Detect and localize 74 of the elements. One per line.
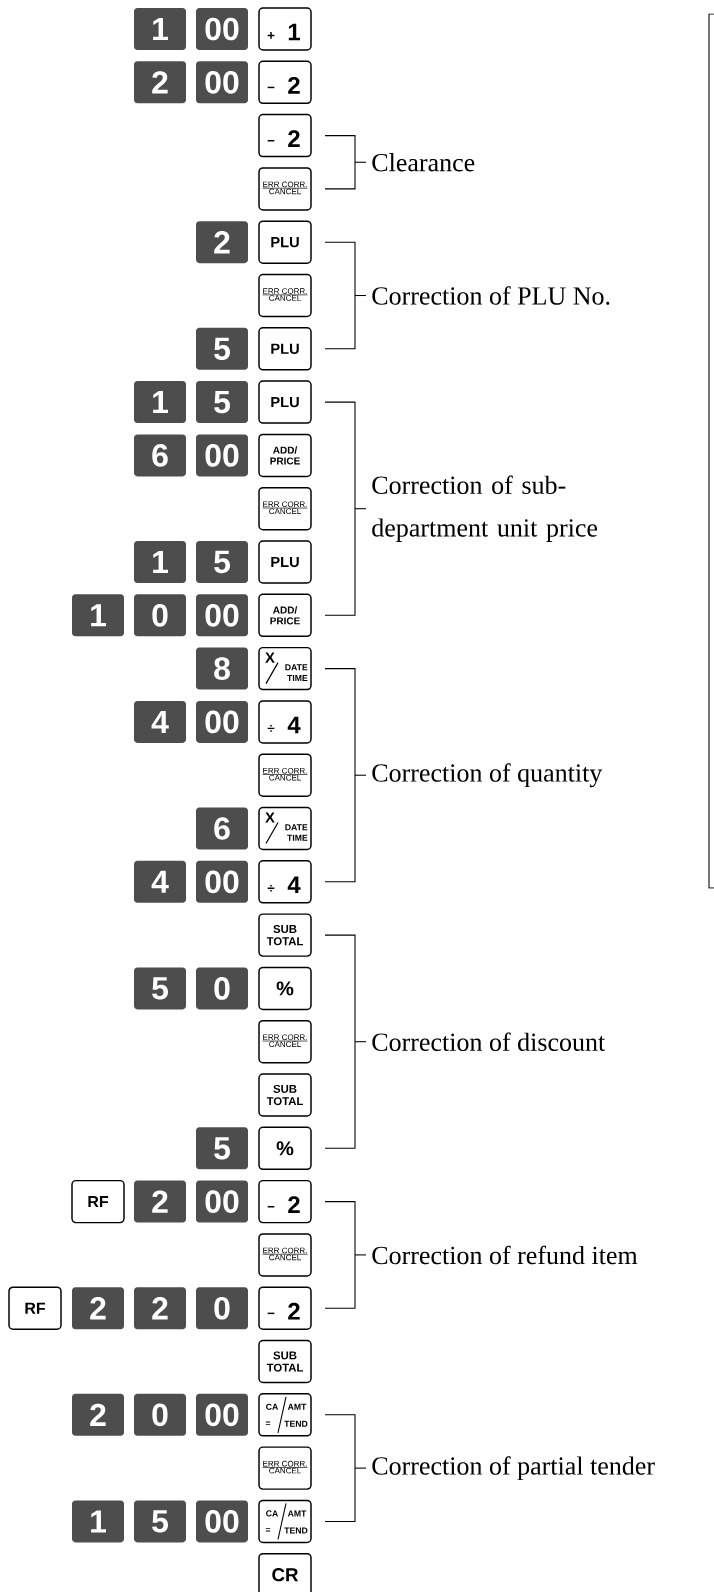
bracket-label: Clearance — [372, 153, 475, 172]
number-key: 00 — [196, 1180, 248, 1223]
number-key: 1 — [134, 381, 186, 424]
number-key: 5 — [134, 1500, 186, 1543]
number-key: 1 — [72, 594, 124, 637]
bracket-label: Correction of quantity — [372, 763, 603, 788]
function-key: − 2 — [258, 1286, 312, 1330]
function-key: CA AMT = TEND — [258, 1499, 312, 1544]
number-key: 0 — [196, 967, 248, 1010]
number-key: 6 — [134, 434, 186, 477]
number-key: 00 — [196, 700, 248, 743]
function-key: ERR CORR. CANCEL — [258, 486, 312, 531]
function-key: PLU — [258, 380, 312, 424]
number-key: 0 — [196, 1287, 248, 1330]
function-key: PLU — [258, 540, 312, 584]
bracket-label: Correction of partial tender — [372, 1456, 655, 1481]
function-key: PLU — [258, 220, 312, 264]
function-key: + 1 — [258, 7, 312, 51]
function-key: ADD/ PRICE — [258, 433, 312, 478]
number-key: 0 — [134, 594, 186, 637]
bracket-label: Correction of sub-department unit price — [372, 475, 598, 542]
number-key: 5 — [196, 541, 248, 583]
number-key: 2 — [134, 1287, 186, 1330]
function-key: ERR CORR. CANCEL — [258, 273, 312, 318]
function-key: ERR CORR. CANCEL — [258, 1446, 312, 1490]
function-key: CA AMT = TEND — [258, 1393, 312, 1437]
function-key: ÷ 4 — [258, 860, 312, 904]
bracket-label: Correction of refund item — [372, 1245, 638, 1265]
function-key: SUB TOTAL — [258, 1339, 312, 1384]
number-key: 00 — [196, 594, 248, 637]
function-key: SUB TOTAL — [258, 913, 312, 957]
number-key: 4 — [134, 860, 186, 903]
number-key: 5 — [196, 381, 248, 424]
function-key: % — [258, 1126, 312, 1171]
number-key: 0 — [134, 1393, 186, 1436]
number-key: 2 — [196, 221, 248, 264]
function-key: ERR CORR. CANCEL — [258, 1019, 312, 1064]
number-key: 1 — [72, 1500, 124, 1543]
function-key: − 2 — [258, 113, 312, 158]
number-key: 00 — [196, 1500, 248, 1543]
function-key: ÷ 4 — [258, 700, 312, 744]
function-key: − 2 — [258, 60, 312, 105]
number-key: 5 — [196, 1127, 248, 1170]
function-key: X DATE TIME — [258, 646, 312, 691]
number-key: 2 — [72, 1287, 124, 1330]
number-key: 1 — [134, 541, 186, 583]
function-key: ERR CORR. CANCEL — [258, 1233, 312, 1277]
function-key: − 2 — [258, 1179, 312, 1224]
number-key: 2 — [134, 1180, 186, 1223]
function-key: % — [258, 966, 312, 1011]
number-key: 2 — [134, 61, 186, 104]
number-key: 00 — [196, 8, 248, 50]
function-key: RF — [8, 1286, 62, 1330]
function-key: SUB TOTAL — [258, 1073, 312, 1117]
bracket-label: Correction of PLU No. — [372, 286, 610, 305]
function-key: ADD/ PRICE — [258, 593, 312, 638]
function-key: X DATE TIME — [258, 806, 312, 851]
number-key: 2 — [72, 1393, 124, 1436]
number-key: 00 — [196, 61, 248, 104]
number-key: 00 — [196, 1393, 248, 1436]
number-key: 5 — [196, 327, 248, 370]
function-key: ERR CORR. CANCEL — [258, 753, 312, 797]
number-key: 4 — [134, 700, 186, 743]
number-key: 00 — [196, 434, 248, 477]
number-key: 5 — [134, 967, 186, 1010]
function-key: PLU — [258, 327, 312, 371]
number-key: 6 — [196, 807, 248, 850]
function-key: ERR CORR. CANCEL — [258, 167, 312, 211]
number-key: 8 — [196, 647, 248, 690]
number-key: 1 — [134, 8, 186, 50]
number-key: 00 — [196, 860, 248, 903]
function-key: CR — [258, 1553, 312, 1592]
bracket-label: Correction of discount — [372, 1032, 606, 1051]
function-key: RF — [71, 1179, 125, 1224]
